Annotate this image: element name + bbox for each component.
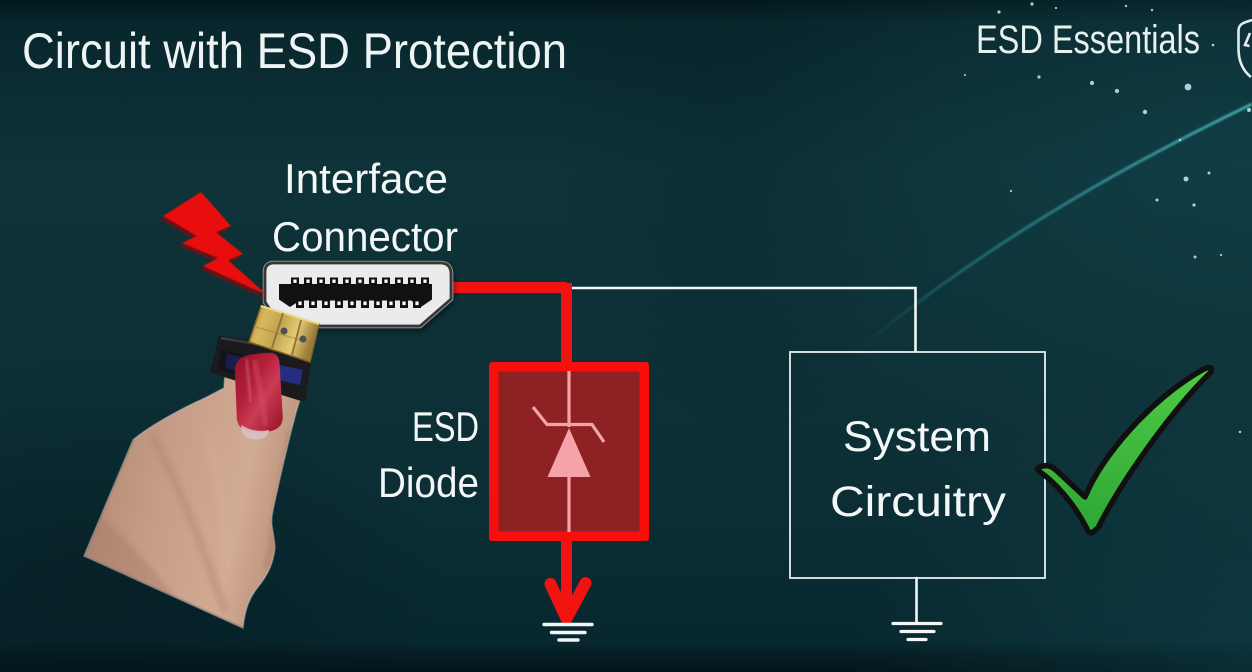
svg-text:System: System [843, 413, 991, 461]
svg-text:Interface: Interface [284, 155, 448, 202]
svg-text:Circuitry: Circuitry [830, 478, 1007, 526]
svg-text:ESD Essentials: ESD Essentials [976, 18, 1200, 62]
svg-text:Diode: Diode [378, 459, 479, 506]
svg-text:Circuit with ESD Protection: Circuit with ESD Protection [22, 23, 567, 79]
svg-text:Connector: Connector [272, 213, 458, 260]
svg-text:ESD: ESD [412, 403, 479, 450]
